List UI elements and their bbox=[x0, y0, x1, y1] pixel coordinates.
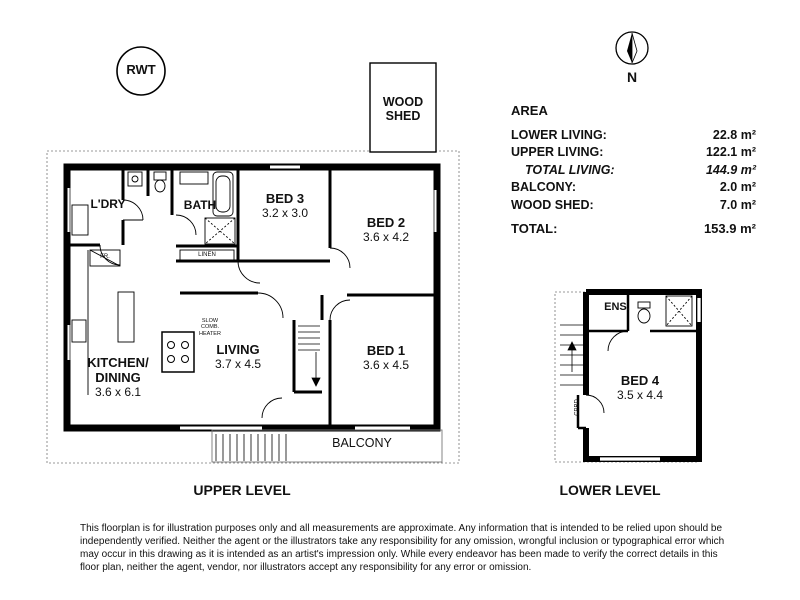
area-row-total: TOTAL: 153.9 m² bbox=[511, 220, 756, 238]
wood-shed-outline bbox=[369, 62, 437, 153]
bed1-label: BED 1 3.6 x 4.5 bbox=[342, 343, 430, 373]
area-total-label: TOTAL: bbox=[511, 220, 558, 236]
lower-stairs bbox=[560, 324, 583, 386]
area-row-value: 144.9 m² bbox=[705, 162, 756, 177]
bath-label: BATH bbox=[183, 198, 217, 212]
area-row-label: UPPER LIVING: bbox=[511, 145, 604, 160]
area-row-wood-shed: WOOD SHED: 7.0 m² bbox=[511, 196, 756, 214]
kitchen-name: KITCHEN/ DINING bbox=[87, 355, 149, 385]
upper-interior-walls bbox=[67, 167, 437, 428]
kitchen-dining-label: KITCHEN/ DINING 3.6 x 6.1 bbox=[80, 355, 156, 400]
balcony-outline bbox=[211, 429, 443, 463]
bed4-label: BED 4 3.5 x 4.4 bbox=[600, 373, 680, 403]
kitchen-dim: 3.6 x 6.1 bbox=[94, 384, 142, 399]
rwt-badge-circle bbox=[116, 46, 166, 96]
living-dim: 3.7 x 4.5 bbox=[214, 356, 262, 371]
area-row-balcony: BALCONY: 2.0 m² bbox=[511, 179, 756, 197]
bed2-dim: 3.6 x 4.2 bbox=[362, 229, 410, 244]
cpbd-label: CPBD bbox=[574, 399, 581, 416]
bed2-label: BED 2 3.6 x 4.2 bbox=[342, 215, 430, 245]
bed1-dim: 3.6 x 4.5 bbox=[362, 357, 410, 372]
bed4-name: BED 4 bbox=[620, 373, 660, 388]
living-label: LIVING 3.7 x 4.5 bbox=[200, 342, 276, 372]
lower-outer-walls bbox=[583, 289, 702, 462]
ensuite-label: ENS. bbox=[604, 301, 630, 313]
entry-steps bbox=[215, 434, 287, 461]
living-name: LIVING bbox=[216, 342, 260, 357]
north-arrow-icon bbox=[615, 31, 649, 65]
lower-interior-walls bbox=[576, 295, 699, 430]
area-row-total-living: TOTAL LIVING: 144.9 m² bbox=[511, 161, 756, 179]
area-row-value: 122.1 m² bbox=[705, 145, 756, 160]
fridge-label: FR. bbox=[100, 254, 110, 260]
disclaimer-text: This floorplan is for illustration purpo… bbox=[80, 523, 725, 573]
upper-outer-walls bbox=[63, 163, 441, 432]
balcony-label: BALCONY bbox=[332, 436, 392, 450]
upper-outline-dashed bbox=[46, 150, 460, 464]
area-title: AREA bbox=[511, 103, 548, 118]
area-row-label: WOOD SHED: bbox=[511, 197, 594, 212]
bed3-name: BED 3 bbox=[265, 191, 305, 206]
area-row-value: 22.8 m² bbox=[712, 127, 756, 142]
north-label: N bbox=[626, 69, 638, 85]
area-row-value: 7.0 m² bbox=[719, 197, 756, 212]
bed3-dim: 3.2 x 3.0 bbox=[261, 205, 309, 220]
bed4-dim: 3.5 x 4.4 bbox=[616, 387, 664, 402]
area-total-value: 153.9 m² bbox=[703, 220, 756, 236]
rwt-badge: RWT bbox=[126, 62, 156, 77]
area-row-label: BALCONY: bbox=[511, 180, 577, 195]
upper-stairs bbox=[298, 325, 321, 387]
laundry-label: L'DRY bbox=[90, 197, 126, 211]
area-row-label: TOTAL LIVING: bbox=[525, 162, 615, 177]
stove-icon bbox=[161, 331, 195, 373]
upper-level-title: UPPER LEVEL bbox=[193, 482, 291, 498]
heater-label: SLOW COMB. HEATER bbox=[199, 318, 221, 337]
area-row-upper-living: UPPER LIVING: 122.1 m² bbox=[511, 144, 756, 162]
area-row-lower-living: LOWER LIVING: 22.8 m² bbox=[511, 126, 756, 144]
area-row-value: 2.0 m² bbox=[719, 180, 756, 195]
upper-windows bbox=[67, 165, 437, 430]
bed3-label: BED 3 3.2 x 3.0 bbox=[245, 191, 325, 221]
area-row-label: LOWER LIVING: bbox=[511, 127, 607, 142]
door-swings bbox=[99, 199, 351, 419]
area-table: AREA LOWER LIVING: 22.8 m² UPPER LIVING:… bbox=[511, 103, 756, 237]
bed1-name: BED 1 bbox=[366, 343, 406, 358]
wood-shed-label: WOOD SHED bbox=[382, 95, 424, 124]
lower-level-title: LOWER LEVEL bbox=[559, 482, 661, 498]
bed2-name: BED 2 bbox=[366, 215, 406, 230]
lower-windows bbox=[600, 298, 702, 462]
linen-label: LINEN bbox=[198, 252, 216, 258]
upper-fixtures bbox=[71, 171, 236, 395]
lower-fixtures bbox=[585, 295, 693, 414]
